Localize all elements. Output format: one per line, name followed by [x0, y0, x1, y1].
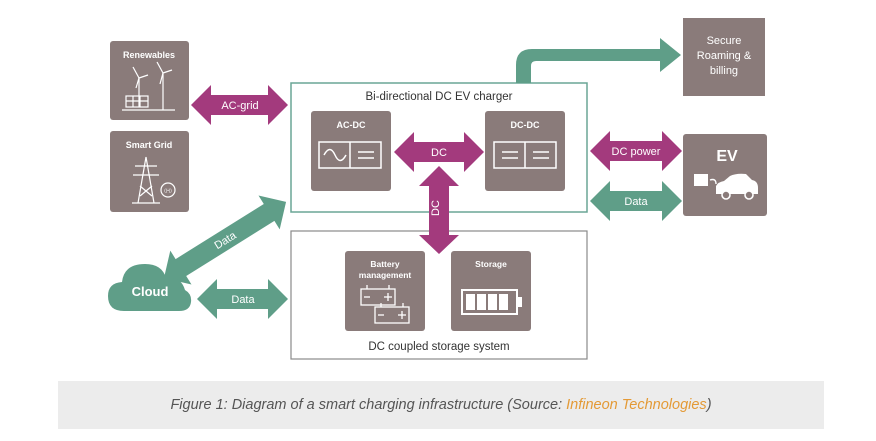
arrow-to-secure-roaming: [516, 38, 681, 83]
power-tower-icon: [132, 156, 176, 204]
cloud-node: Cloud: [108, 264, 192, 311]
arrow-data-cloud-charger: Data: [163, 195, 287, 285]
storage-box: Storage: [451, 251, 531, 331]
ac-dc-box: AC-DC: [311, 111, 391, 191]
arrow-data-cloud-storage: Data: [197, 279, 288, 319]
renewables-box: Renewables: [110, 41, 189, 120]
dc-dc-label: DC-DC: [511, 120, 540, 130]
renewables-label: Renewables: [123, 50, 175, 60]
arrow-dc-horizontal: DC: [394, 132, 484, 172]
caption-source-link[interactable]: Infineon Technologies: [566, 397, 707, 413]
figure-caption: Figure 1: Diagram of a smart charging in…: [170, 397, 711, 413]
charger-title: Bi-directional DC EV charger: [365, 91, 512, 103]
grid-meter-text: ((•)): [164, 188, 172, 193]
wind-solar-icon: [122, 61, 175, 111]
secure-roaming-box: Secure Roaming & billing: [683, 18, 765, 96]
dc-dc-converter-icon: [493, 141, 557, 169]
arrow-dc-vertical-label: DC: [430, 200, 442, 216]
arrow-data-cloud-storage-label: Data: [231, 294, 255, 306]
storage-system-title: DC coupled storage system: [368, 341, 509, 353]
sine-dc-converter-icon: [318, 141, 382, 169]
electric-car-icon: [694, 173, 758, 200]
figure-caption-bar: Figure 1: Diagram of a smart charging in…: [58, 381, 824, 429]
arrow-ac-grid: AC-grid: [191, 85, 288, 125]
secure-roaming-line-1: Secure: [707, 35, 742, 47]
secure-roaming-line-3: billing: [710, 65, 738, 77]
battery-management-line-2: management: [359, 270, 412, 280]
arrow-dc-power: DC power: [590, 131, 682, 171]
caption-suffix: ): [706, 397, 712, 413]
dc-dc-box: DC-DC: [485, 111, 565, 191]
ev-box: EV: [683, 134, 767, 216]
arrow-dc-power-label: DC power: [612, 146, 661, 158]
smart-grid-label: Smart Grid: [126, 140, 173, 150]
arrow-data-ev: Data: [590, 181, 682, 221]
arrow-ac-grid-label: AC-grid: [221, 100, 258, 112]
secure-roaming-line-2: Roaming &: [697, 50, 752, 62]
arrow-dc-horizontal-label: DC: [431, 147, 447, 159]
storage-label: Storage: [475, 259, 507, 269]
battery-management-line-1: Battery: [370, 259, 400, 269]
arrow-dc-vertical: DC: [419, 166, 459, 254]
caption-prefix: Figure 1: Diagram of a smart charging in…: [170, 397, 567, 413]
battery-pack-icon: [360, 285, 410, 324]
ac-dc-label: AC-DC: [337, 120, 366, 130]
battery-management-box: Battery management: [345, 251, 425, 331]
cloud-label: Cloud: [132, 284, 169, 299]
smart-grid-box: Smart Grid ((•)): [110, 131, 189, 212]
arrow-data-ev-label: Data: [624, 196, 648, 208]
ev-label: EV: [716, 148, 738, 165]
battery-level-icon: [461, 289, 522, 315]
